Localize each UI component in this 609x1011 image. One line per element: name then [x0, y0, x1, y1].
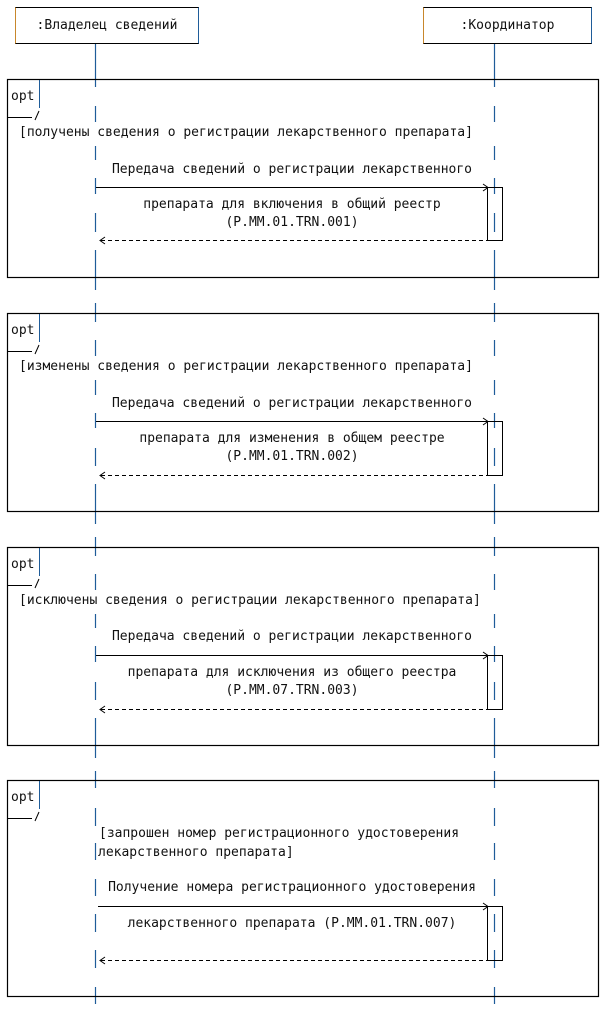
opt-tab-2 — [8, 314, 40, 355]
activation-bar-3 — [487, 655, 503, 710]
fragment-frame-4 — [6, 779, 600, 998]
activation-bar-2 — [487, 421, 503, 476]
message-label-4-line2: лекарственного препарата (P.MM.01.TRN.00… — [127, 916, 457, 931]
actor-owner-label: :Владелец сведений — [36, 18, 178, 33]
activation-bar-1 — [487, 187, 503, 241]
guard-condition-4-line1: [запрошен номер регистрационного удостов… — [99, 826, 460, 841]
fragment-frame-2 — [6, 312, 600, 513]
message-label-3-line1: Передача сведений о регистрации лекарств… — [111, 629, 473, 644]
message-label-1-line2: препарата для включения в общий реестр — [143, 197, 441, 212]
fragment-frame-1 — [6, 78, 600, 279]
fragment-operator-1: opt — [11, 89, 35, 104]
fragment-operator-4: opt — [11, 790, 35, 805]
message-label-4-line1: Получение номера регистрационного удосто… — [108, 880, 476, 895]
message-label-3-line2: препарата для исключения из общего реест… — [127, 665, 457, 680]
guard-condition-3: [исключены сведения о регистрации лекарс… — [19, 593, 481, 608]
message-label-1-line3: (P.MM.01.TRN.001) — [225, 215, 359, 230]
fragment-operator-3: opt — [11, 557, 35, 572]
activation-bar-4 — [487, 906, 503, 961]
message-label-2-line3: (P.MM.01.TRN.002) — [225, 449, 359, 464]
return-arrowhead-3 — [99, 705, 106, 714]
actor-coordinator-label: :Координатор — [460, 18, 555, 33]
actor-owner: :Владелец сведений — [15, 7, 199, 44]
opt-tab-1 — [8, 80, 40, 121]
guard-condition-4-line2: лекарственного препарата] — [98, 845, 294, 860]
opt-tab-3 — [8, 548, 40, 589]
message-label-3-line3: (P.MM.07.TRN.003) — [225, 683, 359, 698]
guard-condition-2: [изменены сведения о регистрации лекарст… — [19, 359, 473, 374]
guard-condition-1: [получены сведения о регистрации лекарст… — [19, 125, 473, 140]
message-label-2-line2: препарата для изменения в общем реестре — [139, 431, 445, 446]
actor-coordinator: :Координатор — [423, 7, 592, 44]
message-label-1-line1: Передача сведений о регистрации лекарств… — [111, 162, 473, 177]
opt-tab-4 — [8, 781, 40, 822]
message-label-2-line1: Передача сведений о регистрации лекарств… — [111, 396, 473, 411]
return-arrowhead-4 — [99, 956, 106, 965]
return-arrowhead-2 — [99, 471, 106, 480]
fragment-operator-2: opt — [11, 323, 35, 338]
fragment-frame-3 — [6, 546, 600, 747]
return-arrowhead-1 — [99, 236, 106, 245]
